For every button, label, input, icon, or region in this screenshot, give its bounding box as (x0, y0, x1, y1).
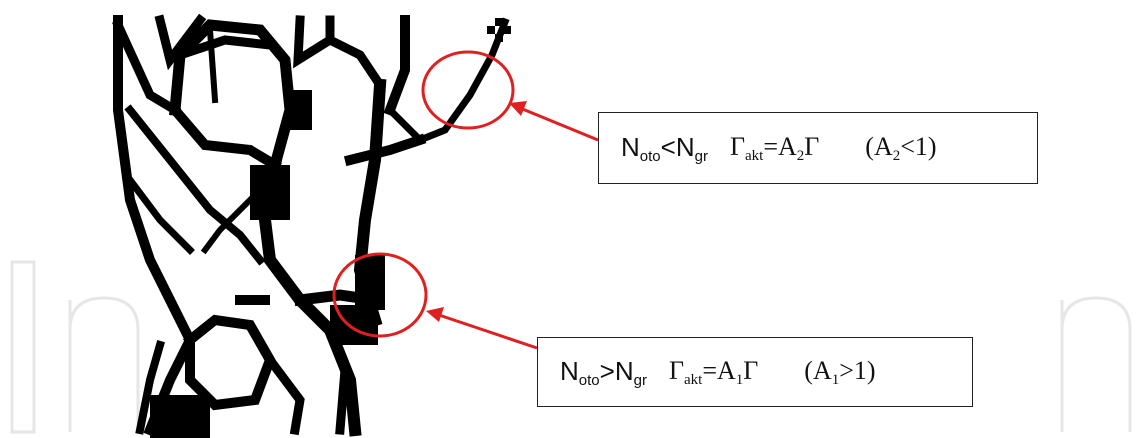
pixel-stroke (113, 15, 196, 437)
highlight-circle-bottom (332, 252, 428, 338)
pixel-stroke (174, 35, 275, 61)
pixel-stroke (200, 195, 255, 255)
pixel-stroke (154, 13, 207, 71)
pixel-dot (487, 26, 495, 34)
pixel-stroke (343, 133, 427, 167)
pixel-blob (355, 255, 385, 310)
arrow-top (509, 101, 599, 142)
pixel-dot (495, 18, 503, 26)
gamma-formula: Γakt=A2Γ (729, 131, 820, 164)
pixel-stroke (125, 175, 195, 255)
pixel-structure (112, 13, 511, 438)
highlight-circle-top (421, 50, 515, 130)
arrow-bottom (426, 307, 538, 350)
pixel-dot (495, 34, 503, 42)
condition-label: (A2<1) (865, 131, 937, 164)
pixel-stroke (206, 26, 219, 104)
pixel-stroke (182, 314, 276, 411)
pixel-stroke (323, 33, 387, 92)
condition-label: (A1>1) (804, 355, 876, 388)
pixel-stroke (124, 104, 266, 266)
pixel-stroke (383, 15, 410, 117)
pixel-stroke (112, 19, 182, 117)
pixel-stroke (135, 340, 165, 435)
pixel-stroke (385, 17, 510, 145)
pixel-blob (250, 165, 290, 220)
callout-box-bottom: Noto>Ngr Γakt=A1Γ (A1>1) (537, 337, 973, 407)
pixel-stroke (293, 15, 335, 69)
pixel-blob (290, 90, 312, 130)
n-oto-label: Noto<Ngr (621, 131, 708, 165)
callout-box-top: Noto<Ngr Γakt=A2Γ (A2<1) (598, 112, 1038, 184)
pixel-dot (503, 26, 511, 34)
gamma-formula: Γakt=A1Γ (668, 355, 759, 388)
pixel-blob (150, 395, 210, 438)
pixel-stroke (263, 353, 305, 436)
pixel-stroke (167, 102, 282, 172)
n-oto-label: Noto>Ngr (560, 355, 647, 389)
watermark (10, 260, 1132, 434)
